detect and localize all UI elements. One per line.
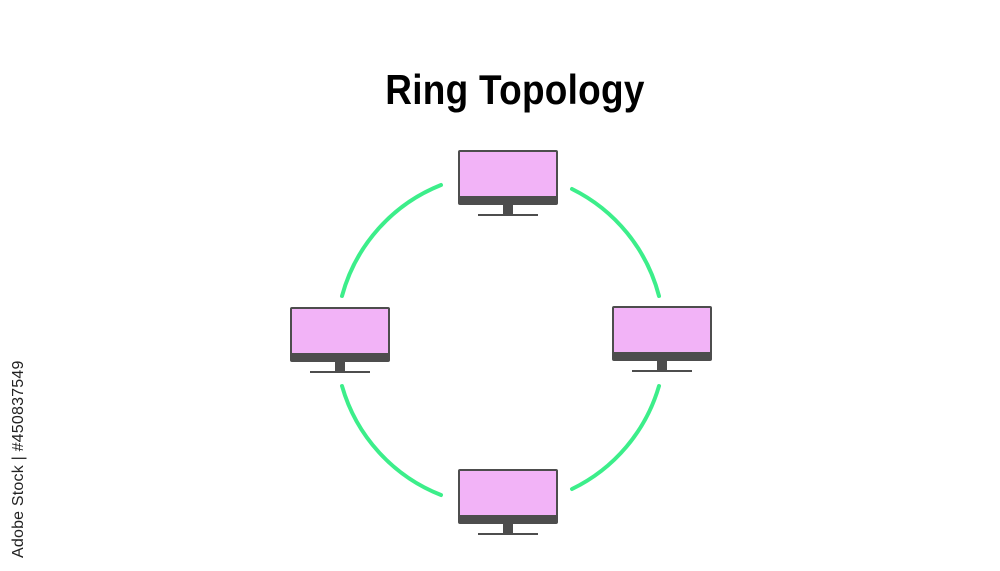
computer-right xyxy=(612,306,712,372)
watermark-stock-id: Adobe Stock | #450837549 xyxy=(10,360,27,558)
ring-arc-left-top xyxy=(340,183,443,298)
ring-arc-bottom-left xyxy=(340,384,443,497)
monitor-icon xyxy=(612,306,712,372)
ring-connections xyxy=(340,183,661,497)
computer-left xyxy=(290,307,390,373)
ring-arc-top-right xyxy=(570,187,661,298)
monitor-icon xyxy=(458,469,558,535)
computer-bottom xyxy=(458,469,558,535)
monitor-icon xyxy=(458,150,558,216)
computer-top xyxy=(458,150,558,216)
monitor-icon xyxy=(290,307,390,373)
diagram-title: Ring Topology xyxy=(385,66,645,113)
ring-arc-right-bottom xyxy=(570,384,661,491)
